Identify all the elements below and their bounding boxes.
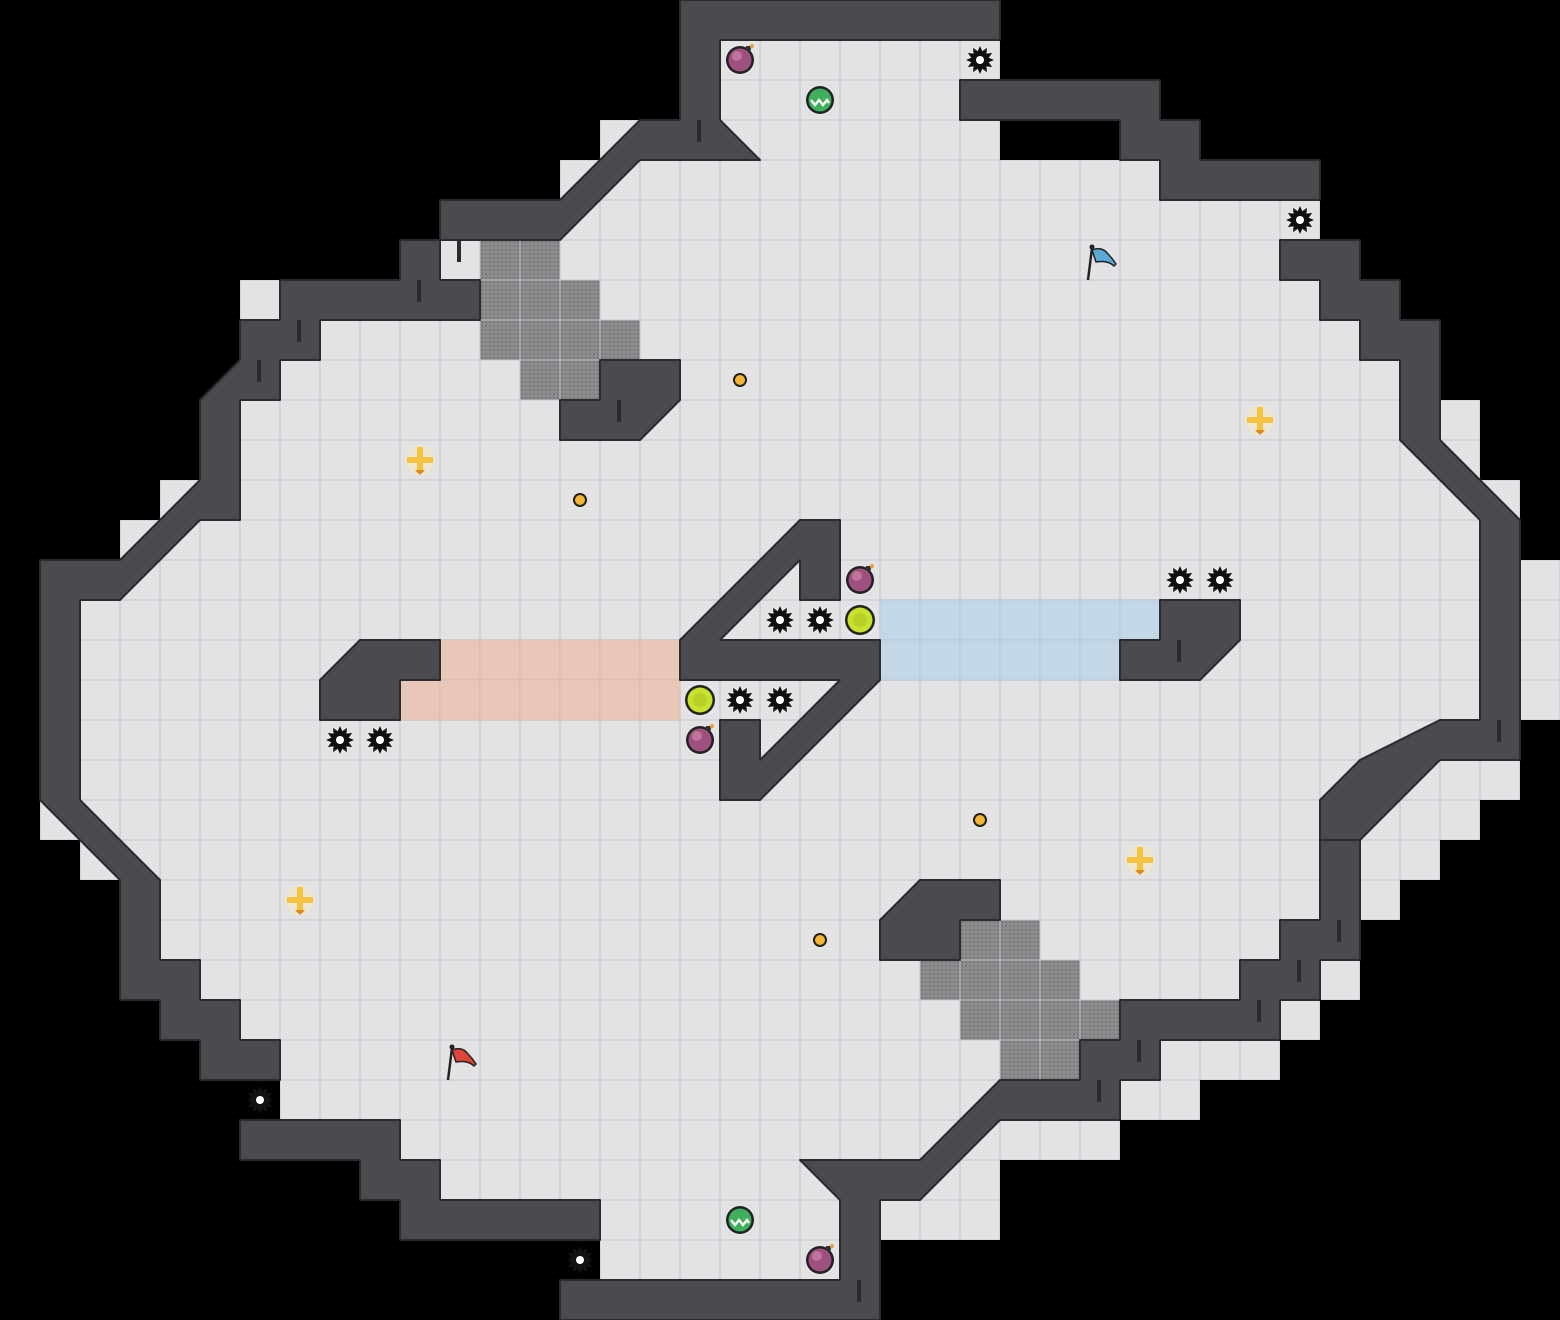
blue-team-zone-tile bbox=[959, 599, 1001, 641]
speed-tile bbox=[560, 320, 600, 360]
red-team-zone-tile bbox=[479, 639, 521, 681]
red-team-zone-tile bbox=[639, 679, 681, 721]
wall-segment bbox=[559, 839, 1361, 1320]
bomb-icon bbox=[846, 564, 874, 594]
blue-team-zone-tile bbox=[1079, 599, 1121, 641]
red-team-zone-tile bbox=[519, 679, 561, 721]
speed-tile bbox=[520, 240, 560, 280]
spike-icon bbox=[246, 1086, 274, 1114]
speed-tile bbox=[1040, 1040, 1080, 1080]
speed-tile bbox=[1000, 1000, 1040, 1040]
floor-row bbox=[720, 40, 1000, 80]
spike-icon bbox=[1206, 566, 1234, 594]
speed-tile bbox=[960, 920, 1000, 960]
red-team-zone-tile bbox=[439, 679, 481, 721]
speed-tile bbox=[1040, 960, 1080, 1000]
spike-icon bbox=[726, 686, 754, 714]
team-zones-layer bbox=[399, 599, 1161, 721]
speed-tile bbox=[960, 1000, 1000, 1040]
speed-tile bbox=[560, 280, 600, 320]
blue-team-zone-tile bbox=[1119, 599, 1161, 641]
wall-segment bbox=[959, 79, 1321, 201]
floor-row bbox=[560, 160, 1160, 200]
blue-team-zone-tile bbox=[879, 639, 921, 681]
wall-segment bbox=[319, 639, 441, 721]
speed-tile bbox=[520, 320, 560, 360]
speed-tile bbox=[960, 960, 1000, 1000]
red-flag-icon bbox=[446, 1044, 477, 1081]
spike-icon bbox=[1166, 566, 1194, 594]
wall-segment bbox=[39, 239, 481, 1081]
blue-team-zone-tile bbox=[1079, 639, 1121, 681]
speed-tile bbox=[1080, 1000, 1120, 1040]
speed-tile bbox=[480, 280, 520, 320]
wall-segment bbox=[439, 0, 1001, 241]
bomb-icon bbox=[726, 44, 754, 74]
boost-icon bbox=[285, 885, 315, 915]
red-team-zone-tile bbox=[519, 639, 561, 681]
blue-team-zone-tile bbox=[1039, 639, 1081, 681]
wall-segment bbox=[239, 1119, 601, 1241]
speed-tile bbox=[480, 240, 520, 280]
spike-icon bbox=[806, 606, 834, 634]
spike-icon bbox=[766, 606, 794, 634]
blue-team-zone-tile bbox=[919, 639, 961, 681]
portal-icon bbox=[845, 605, 875, 635]
blue-team-zone-tile bbox=[1039, 599, 1081, 641]
boost-icon bbox=[1125, 845, 1155, 875]
speed-tile bbox=[920, 960, 960, 1000]
speed-tile bbox=[520, 280, 560, 320]
speed-tile bbox=[560, 360, 600, 400]
powerup-icon bbox=[806, 86, 834, 114]
blue-team-zone-tile bbox=[879, 599, 921, 641]
speed-tile bbox=[600, 320, 640, 360]
powerup-icon bbox=[726, 1206, 754, 1234]
portal-icon bbox=[685, 685, 715, 715]
speed-tile bbox=[480, 320, 520, 360]
red-team-zone-tile bbox=[439, 639, 481, 681]
blue-team-zone-tile bbox=[999, 599, 1041, 641]
floor-row bbox=[240, 440, 1480, 480]
blue-flag-icon bbox=[1086, 244, 1117, 281]
red-team-zone-tile bbox=[599, 679, 641, 721]
entities-layer bbox=[246, 44, 1314, 1274]
red-team-zone-tile bbox=[639, 639, 681, 681]
red-team-zone-tile bbox=[559, 639, 601, 681]
spike-icon bbox=[966, 46, 994, 74]
spike-icon bbox=[326, 726, 354, 754]
walls-layer bbox=[39, 0, 1521, 1320]
speed-tile bbox=[1000, 920, 1040, 960]
red-team-zone-tile bbox=[479, 679, 521, 721]
blue-team-zone-tile bbox=[999, 639, 1041, 681]
boost-icon bbox=[405, 445, 435, 475]
red-team-zone-tile bbox=[399, 679, 441, 721]
spike-icon bbox=[366, 726, 394, 754]
floor-row bbox=[240, 360, 1400, 400]
floor-row bbox=[600, 1240, 880, 1280]
blue-team-zone-tile bbox=[919, 599, 961, 641]
red-team-zone-tile bbox=[599, 639, 641, 681]
spike-icon bbox=[1286, 206, 1314, 234]
bomb-icon bbox=[686, 724, 714, 754]
speed-tiles-layer bbox=[440, 240, 1120, 1080]
spike-icon bbox=[566, 1246, 594, 1274]
speed-tile bbox=[1000, 1040, 1040, 1080]
bomb-icon bbox=[806, 1244, 834, 1274]
wall-segment bbox=[1279, 239, 1521, 841]
wall-segment bbox=[679, 519, 881, 801]
wall-segment bbox=[879, 879, 1001, 961]
spike-icon bbox=[766, 686, 794, 714]
red-team-zone-tile bbox=[559, 679, 601, 721]
floor-row bbox=[240, 320, 1400, 360]
blue-team-zone-tile bbox=[959, 639, 1001, 681]
speed-tile bbox=[1000, 960, 1040, 1000]
boost-icon bbox=[1245, 405, 1275, 435]
speed-tile bbox=[1040, 1000, 1080, 1040]
floor-row bbox=[240, 400, 1480, 440]
speed-tile bbox=[520, 360, 560, 400]
